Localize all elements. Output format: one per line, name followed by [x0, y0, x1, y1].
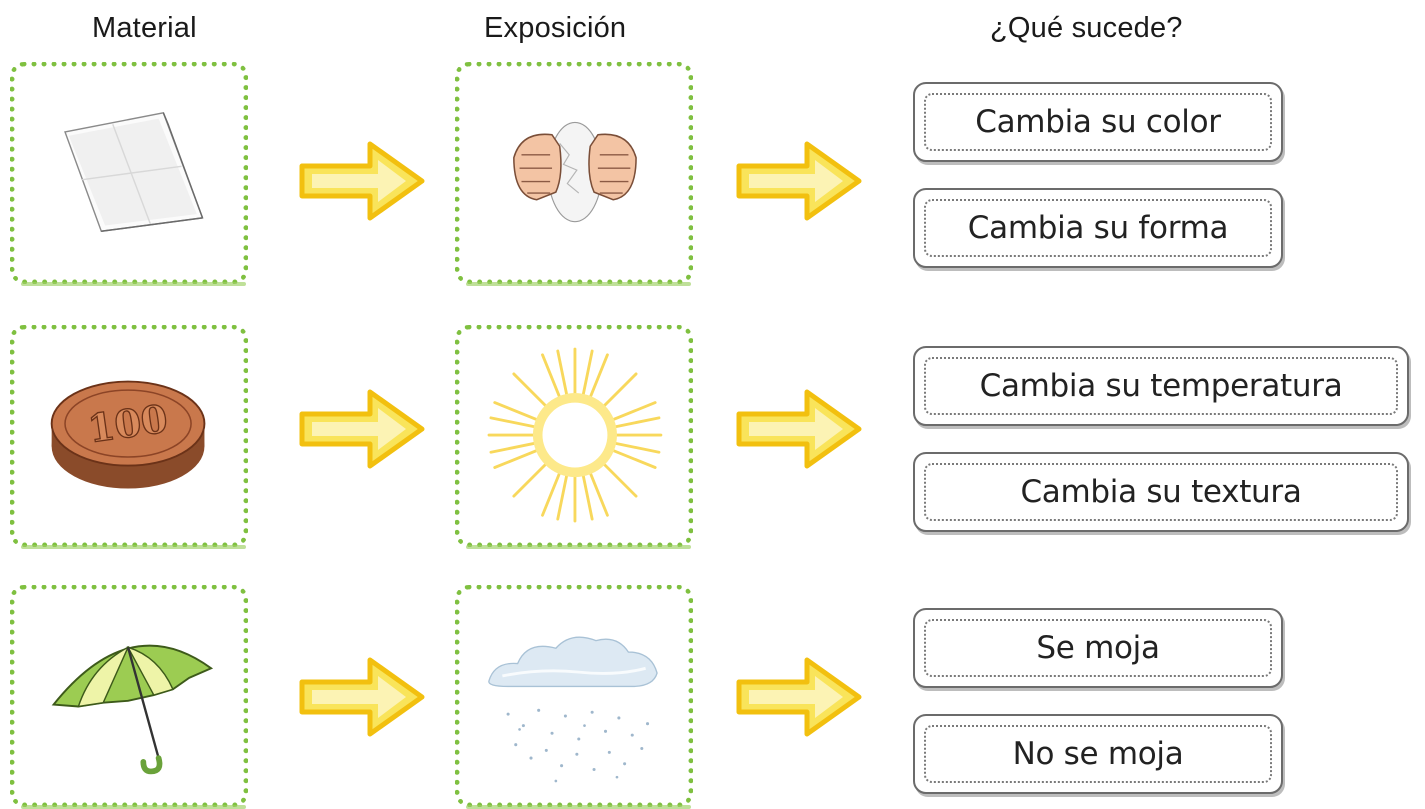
paper-sheet-icon: [64, 112, 204, 233]
rain-cloud-icon: [488, 636, 658, 783]
exposition-card-rain: [455, 585, 693, 809]
arrow-icon: [298, 136, 428, 226]
material-card-paper: [10, 62, 248, 286]
header-material: Material: [92, 12, 197, 44]
sun-icon: [487, 347, 663, 523]
arrow-icon: [735, 652, 865, 742]
arrow-icon: [298, 384, 428, 474]
exposition-card-hands: [455, 62, 693, 286]
option-label: No se moja: [1012, 736, 1184, 772]
option-se-moja[interactable]: Se moja: [913, 608, 1283, 688]
header-what-happens: ¿Qué sucede?: [990, 12, 1183, 44]
umbrella-icon: [51, 644, 214, 775]
hands-crumpling-paper-icon: [513, 121, 637, 223]
exposition-card-sun: [455, 325, 693, 549]
arrow-icon: [735, 384, 865, 474]
option-label: Cambia su textura: [1020, 474, 1302, 510]
coin-icon: 100: [50, 380, 206, 489]
material-card-coin: 100: [10, 325, 248, 549]
arrow-icon: [298, 652, 428, 742]
option-label: Cambia su temperatura: [979, 368, 1343, 404]
header-exposition: Exposición: [484, 12, 627, 44]
option-label: Cambia su color: [975, 104, 1221, 140]
option-cambia-su-textura[interactable]: Cambia su textura: [913, 452, 1409, 532]
option-cambia-su-temperatura[interactable]: Cambia su temperatura: [913, 346, 1409, 426]
option-label: Cambia su forma: [967, 210, 1229, 246]
option-label: Se moja: [1036, 630, 1160, 666]
coin-value: 100: [85, 397, 170, 453]
arrow-icon: [735, 136, 865, 226]
material-card-umbrella: [10, 585, 248, 809]
option-cambia-su-forma[interactable]: Cambia su forma: [913, 188, 1283, 268]
option-cambia-su-color[interactable]: Cambia su color: [913, 82, 1283, 162]
option-no-se-moja[interactable]: No se moja: [913, 714, 1283, 794]
